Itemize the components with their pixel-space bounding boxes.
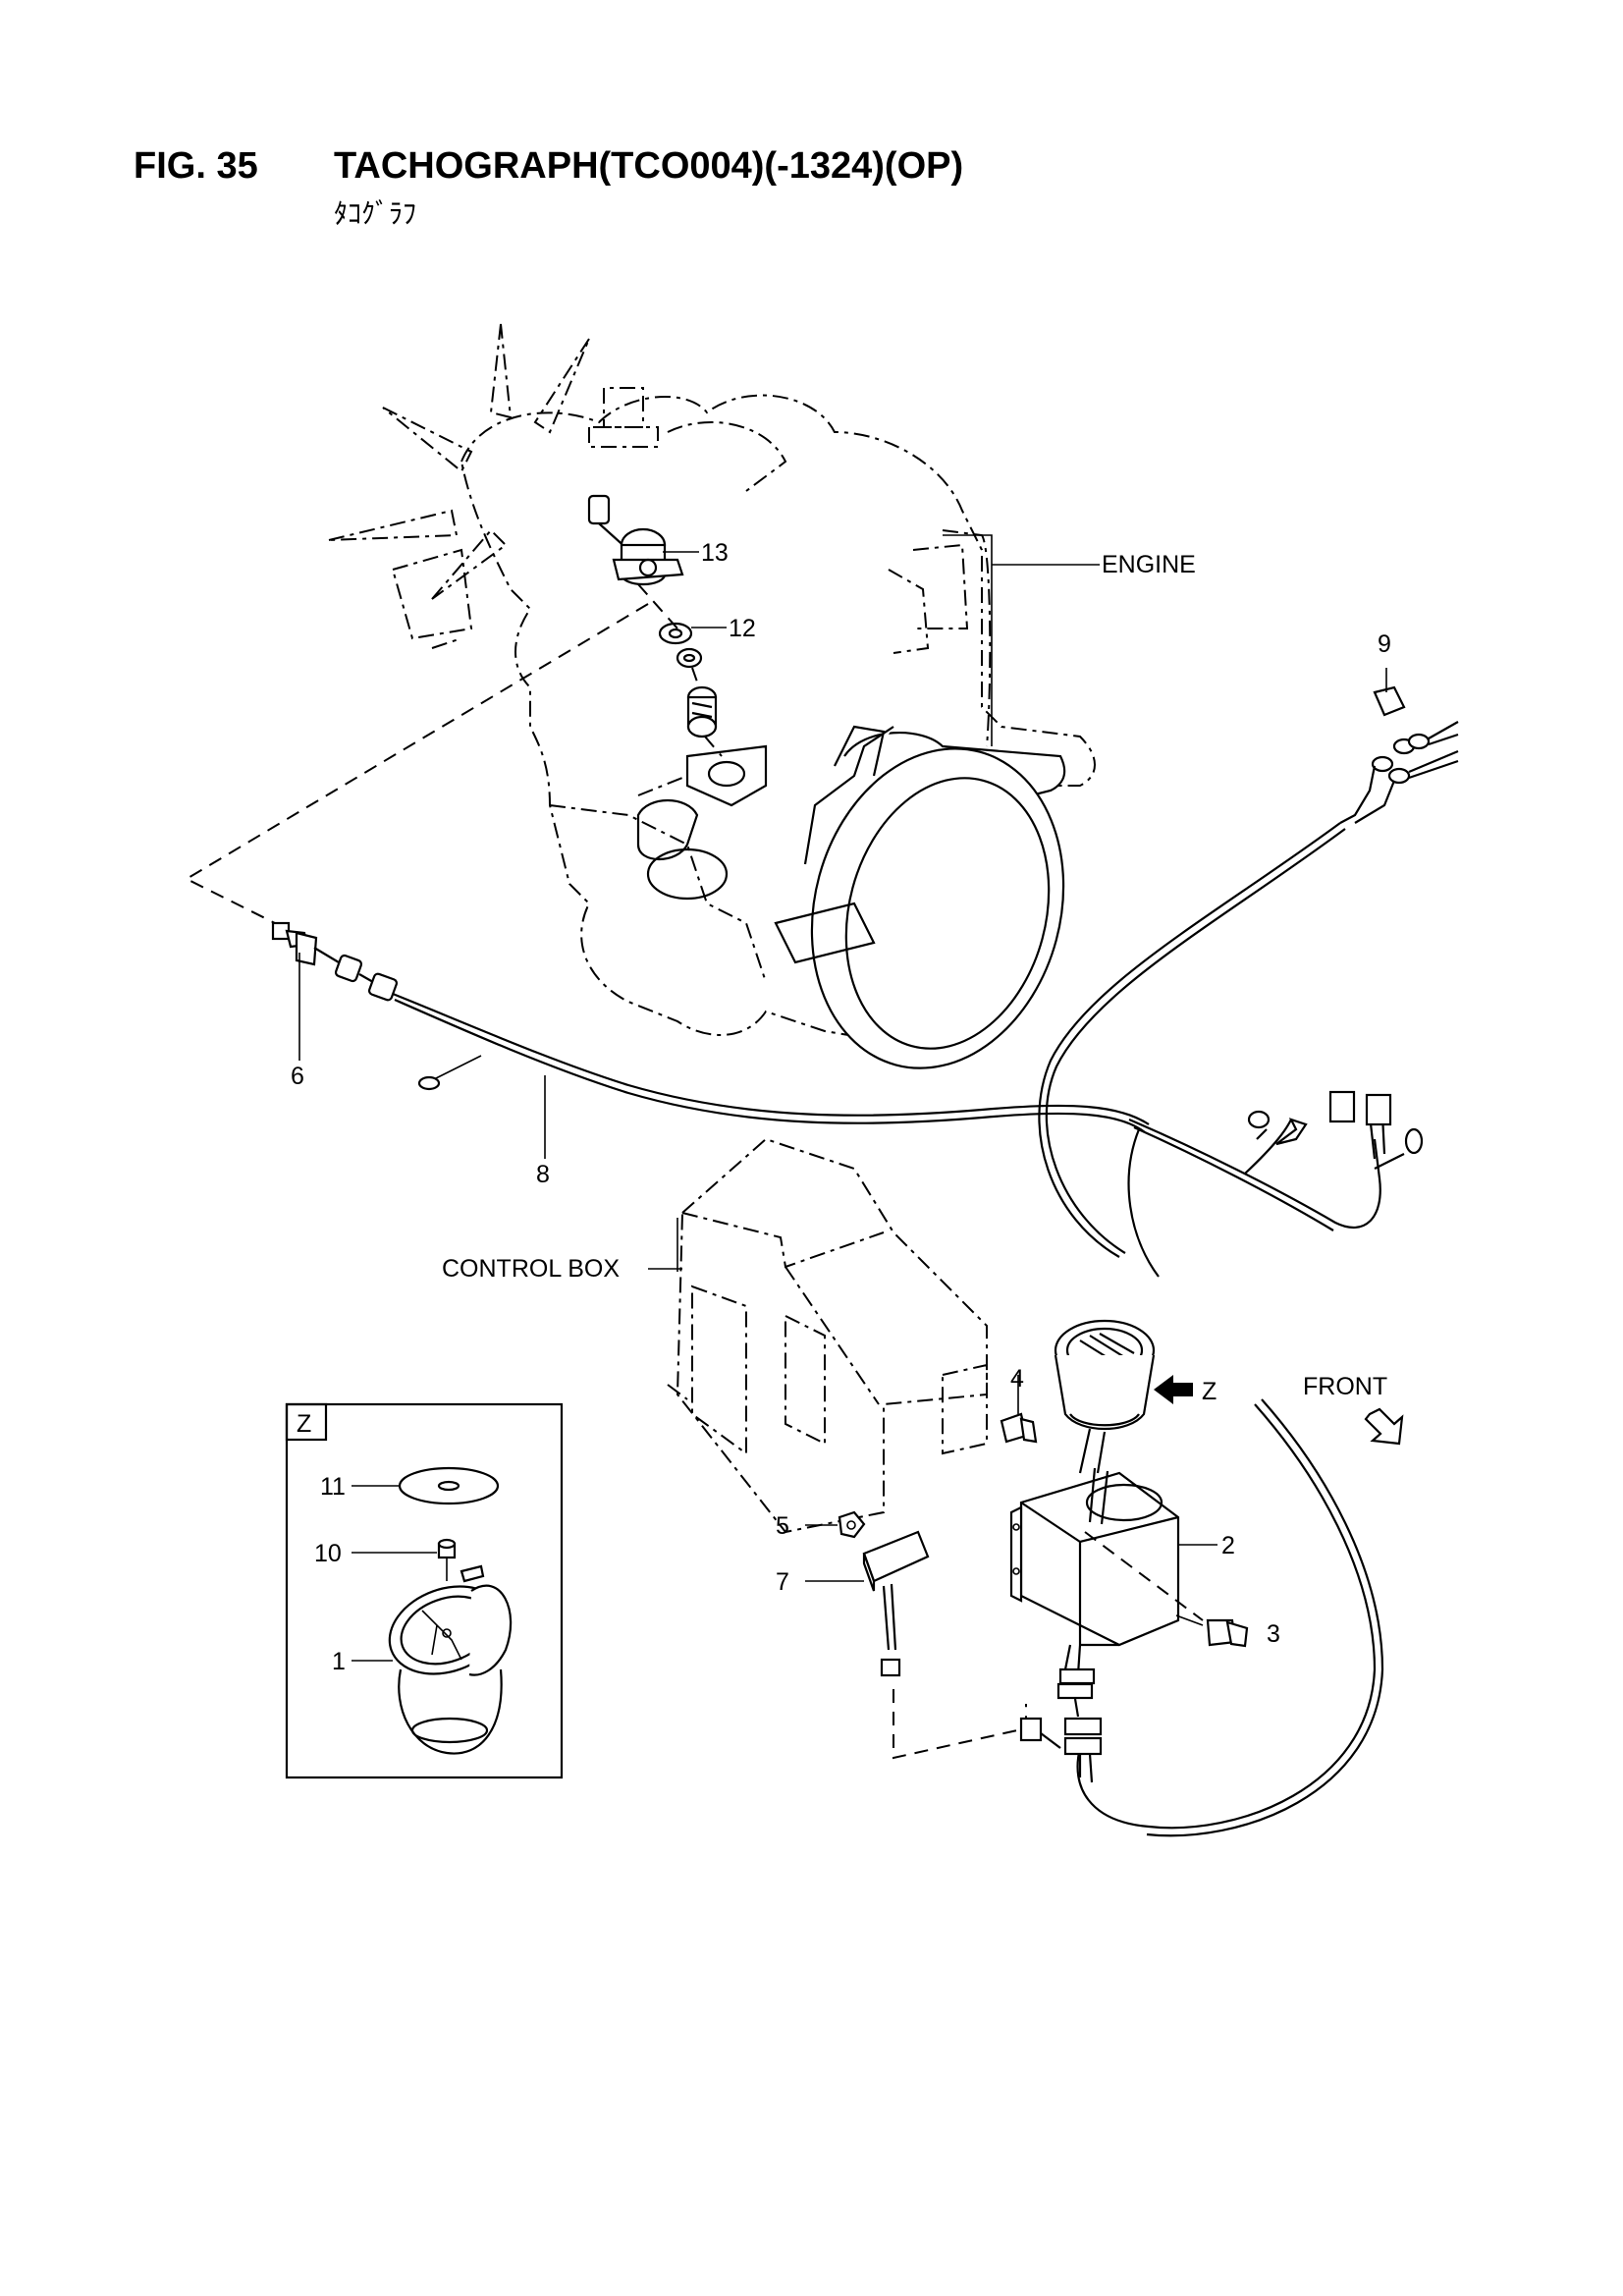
figure-number: FIG. 35 (134, 145, 258, 187)
driven-gear (686, 685, 718, 738)
detail-z-frame (285, 1402, 564, 1779)
callout-12: 12 (729, 615, 756, 642)
callout-1: 1 (332, 1648, 346, 1675)
callout-11: 11 (320, 1473, 346, 1501)
z-detail-label: Z (297, 1410, 311, 1438)
z-view-label: Z (1202, 1378, 1217, 1405)
tachograph-head (1054, 1319, 1156, 1474)
callout-2: 2 (1221, 1532, 1235, 1559)
part-2-mount-bracket (1009, 1467, 1180, 1647)
front-label: FRONT (1303, 1373, 1387, 1400)
engine-outline (328, 323, 1096, 1045)
figure-title: TACHOGRAPH(TCO004)(-1324)(OP) (334, 145, 964, 187)
part-6-cable-end (271, 921, 399, 1002)
z-view-arrow (1154, 1375, 1193, 1404)
callout-leaders (298, 551, 1387, 1662)
cable-guide-dash (184, 603, 649, 929)
sensor-assembly-line (637, 583, 723, 757)
callout-4: 4 (1010, 1365, 1024, 1393)
harness-lower (1127, 1128, 1160, 1278)
part-5-nut (838, 1510, 866, 1539)
part-1-tachograph (388, 1558, 513, 1755)
callout-3: 3 (1267, 1620, 1280, 1648)
part-9-connector-clip (1339, 685, 1459, 824)
part-8-cable (392, 992, 1150, 1125)
part-7-module (862, 1530, 1027, 1760)
callout-10: 10 (314, 1540, 342, 1567)
part-4-screw (1000, 1375, 1038, 1444)
lower-connectors (1019, 1644, 1103, 1783)
part-11-chart-disc (398, 1466, 500, 1505)
callout-6: 6 (291, 1063, 304, 1090)
callout-5: 5 (776, 1512, 789, 1540)
branch-harness (1128, 1090, 1424, 1231)
part-3-bolt (1175, 1614, 1249, 1648)
part-13-speed-sensor (587, 494, 684, 586)
control-box-label: CONTROL BOX (442, 1255, 620, 1283)
callout-13: 13 (701, 539, 729, 567)
gear-housing-flange (685, 744, 768, 807)
front-arrow (1364, 1407, 1404, 1446)
callout-9: 9 (1378, 630, 1391, 658)
callout-7: 7 (776, 1568, 789, 1596)
callout-8: 8 (536, 1161, 550, 1188)
part-10-spacer (437, 1538, 457, 1559)
engine-label: ENGINE (1102, 551, 1196, 578)
figure-subtitle: ﾀｺｸﾞﾗﾌ (334, 198, 417, 229)
flywheel-housing (636, 725, 1066, 1069)
control-box-outline (667, 1137, 988, 1534)
harness-9 (1038, 822, 1341, 1258)
part-12-washer (658, 622, 703, 669)
